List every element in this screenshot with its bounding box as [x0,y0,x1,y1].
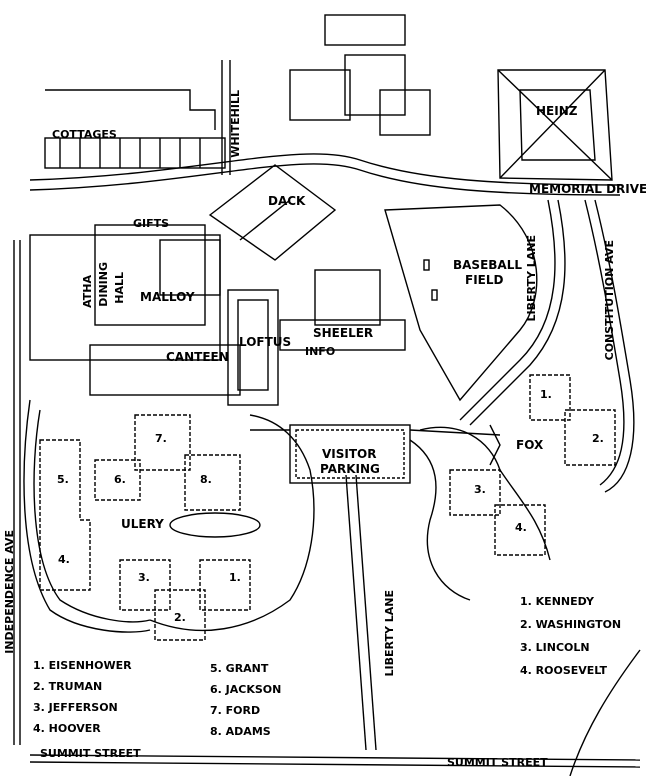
legend-entry: 6. JACKSON [210,683,282,696]
dack-building [208,164,337,261]
dack-label: DACK [268,194,306,208]
field-label: FIELD [465,273,504,287]
liberty-lane-north-label: LIBERTY LANE [525,235,538,322]
gifts-label: GIFTS [133,217,170,230]
whitehill-label: WHITEHILL [229,90,242,158]
dining-label: DINING [97,262,110,307]
liberty-lane-south-label: LIBERTY LANE [383,590,396,677]
west-ring-road [23,399,315,633]
cottage-number: 3. [474,483,486,496]
legend-entry: 3. LINCOLN [520,641,590,654]
west-cottages-upper [39,414,241,591]
malloy-label: MALLOY [140,290,195,304]
legend-entry: 4. HOOVER [33,722,101,735]
heinz-label: HEINZ [536,104,578,118]
legend-east: 1. KENNEDY 2. WASHINGTON 3. LINCOLN 4. R… [520,590,621,682]
legend-entry: 2. TRUMAN [33,680,103,693]
cottage-number: 7. [155,432,167,445]
cottage-number: 1. [229,571,241,584]
cottage-number: 8. [200,473,212,486]
liberty-lane-south-road [345,474,377,751]
baseball-label: BASEBALL [453,258,522,272]
legend-west-col2: 5. GRANT 6. JACKSON 7. FORD 8. ADAMS [210,658,281,742]
atha-label: ATHA [81,275,94,308]
north-buildings [289,14,431,136]
parking-label: PARKING [320,462,380,476]
memorial-drive-road [29,153,621,196]
cottage-number: 4. [515,521,527,534]
legend-entry: 3. JEFFERSON [33,701,118,714]
cottage-number: 6. [114,473,126,486]
fox-building [489,424,501,466]
cottage-number: 1. [540,388,552,401]
independence-ave-road [13,240,21,745]
ulery-oval [169,512,261,538]
legend-entry: 4. ROOSEVELT [520,664,607,677]
legend-entry: 1. KENNEDY [520,595,594,608]
constitution-ave-road [584,199,635,493]
memorial-drive-label: MEMORIAL DRIVE [529,182,646,196]
sheeler-label: SHEELER [313,326,374,340]
legend-entry: 5. GRANT [210,662,269,675]
summit-street-east-label: SUMMIT STREET [447,756,548,769]
liberty-lane-north-road [459,199,566,426]
cottages-buildings [44,89,226,169]
constitution-ave-label: CONSTITUTION AVE [603,240,616,361]
sheeler-building [279,269,406,351]
hall-label: HALL [113,272,126,304]
west-cottages-lower [119,559,251,641]
right-edge-line [569,649,641,776]
whitehill-road [221,60,231,175]
cottage-number: 4. [58,553,70,566]
canteen-label: CANTEEN [166,350,229,364]
summit-street-road [29,754,641,768]
cottage-number: 2. [174,611,186,624]
independence-ave-label: INDEPENDENCE AVE [3,530,16,654]
central-buildings [29,224,241,396]
baseball-field [384,204,538,402]
heinz-building [497,69,613,181]
legend-entry: 1. EISENHOWER [33,659,132,672]
info-label: INFO [305,345,336,358]
east-loop-road [409,426,551,601]
fox-label: FOX [516,438,544,452]
summit-street-west-label: SUMMIT STREET [40,747,141,760]
legend-west-col1: 1. EISENHOWER 2. TRUMAN 3. JEFFERSON 4. … [33,655,132,739]
ulery-label: ULERY [121,517,164,531]
east-cottages [449,374,616,556]
loftus-building [227,289,279,406]
cottage-number: 5. [57,473,69,486]
cottage-number: 2. [592,432,604,445]
loftus-label: LOFTUS [239,335,292,349]
legend-entry: 8. ADAMS [210,725,271,738]
legend-entry: 7. FORD [210,704,261,717]
cottage-number: 3. [138,571,150,584]
cottages-label: COTTAGES [52,128,117,141]
visitor-parking-lot [250,424,501,484]
visitor-label: VISITOR [322,447,377,461]
legend-entry: 2. WASHINGTON [520,618,622,631]
